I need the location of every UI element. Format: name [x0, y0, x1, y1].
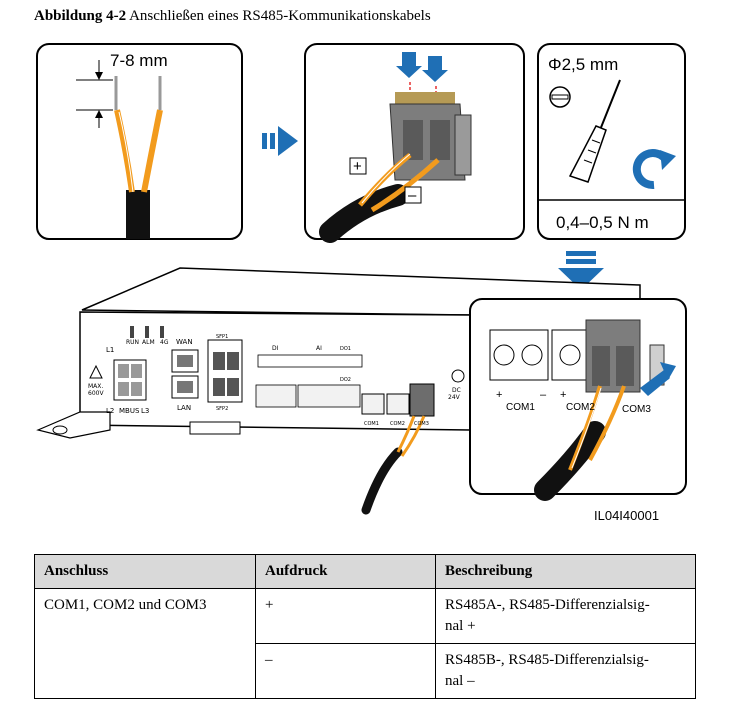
slotted-screw-icon	[549, 86, 571, 108]
label-max: MAX.	[88, 383, 103, 390]
plus-marker: +	[353, 158, 362, 175]
label-com1: COM1	[364, 421, 379, 427]
installation-figure: 7-8 mm + – Φ2,5 mm	[36, 43, 687, 523]
label-dc-v: 24V	[448, 394, 461, 401]
label-dc: DC	[452, 387, 461, 394]
minus-marker: –	[408, 187, 417, 204]
description-line: nal –	[445, 673, 475, 689]
panel-zoom-callout: + – + COM1 COM2 COM3	[469, 298, 687, 501]
label-di: DI	[272, 345, 279, 352]
label-sfp2: SFP2	[216, 406, 228, 412]
label-run: RUN	[126, 339, 139, 346]
label-l3: L3	[141, 407, 149, 415]
label-ai: AI	[316, 345, 322, 352]
zoom-label-com2: COM2	[566, 402, 595, 413]
screwdriver-icon	[568, 79, 621, 183]
label-alm: ALM	[142, 339, 155, 346]
strip-length-label: 7-8 mm	[110, 51, 168, 70]
port-description-table: Anschluss Aufdruck Beschreibung COM1, CO…	[34, 554, 696, 699]
zoom-label-com1: COM1	[506, 402, 535, 413]
description-line: nal +	[445, 618, 476, 634]
zoom-minus-1: –	[540, 389, 547, 401]
cell-print: +	[255, 588, 436, 644]
label-mbus: MBUS	[119, 407, 140, 415]
label-sfp1: SFP1	[216, 334, 228, 340]
description-line: RS485B-, RS485-Differenzialsig-	[445, 652, 649, 668]
header-aufdruck: Aufdruck	[255, 554, 436, 589]
figure-number: Abbildung 4-2	[34, 8, 127, 24]
panel-screwdriver: Φ2,5 mm 0,4–0,5 N m	[537, 43, 686, 240]
label-com3: COM3	[414, 421, 429, 427]
figure-title: Anschließen eines RS485-Kommunikationska…	[129, 8, 431, 24]
label-l1: L1	[106, 346, 114, 354]
cell-description: RS485A-, RS485-Differenzialsig- nal +	[435, 588, 696, 644]
figure-id: IL04I40001	[594, 508, 659, 523]
zoom-label-com3: COM3	[622, 404, 651, 415]
screwdriver-size-label: Φ2,5 mm	[548, 55, 618, 74]
cell-port: COM1, COM2 und COM3	[34, 588, 256, 699]
zoom-plus-2: +	[560, 389, 566, 401]
label-do1: DO1	[340, 346, 351, 352]
header-anschluss: Anschluss	[34, 554, 256, 589]
label-lan: LAN	[177, 404, 191, 412]
down-arrow-icon	[558, 251, 604, 290]
label-wan: WAN	[176, 338, 193, 346]
label-l2: L2	[106, 407, 114, 415]
rotate-clockwise-icon	[632, 149, 676, 190]
cell-description: RS485B-, RS485-Differenzialsig- nal –	[435, 643, 696, 699]
label-4g: 4G	[160, 339, 169, 346]
device-illustration: RUN ALM 4G WAN LAN SFP1 SFP2 DI AI DO1 D…	[36, 267, 641, 515]
zoom-plus-1: +	[496, 389, 502, 401]
label-do2: DO2	[340, 377, 351, 383]
label-max-v: 600V	[88, 390, 104, 397]
step-arrow-icon	[262, 126, 298, 156]
figure-caption: Abbildung 4-2 Anschließen eines RS485-Ko…	[34, 8, 431, 25]
table-header-row: Anschluss Aufdruck Beschreibung	[34, 554, 696, 589]
panel-connector: + –	[304, 43, 525, 243]
torque-label: 0,4–0,5 N m	[556, 213, 649, 232]
cell-print: –	[255, 643, 436, 699]
header-beschreibung: Beschreibung	[435, 554, 696, 589]
description-line: RS485A-, RS485-Differenzialsig-	[445, 597, 650, 613]
label-com2: COM2	[390, 421, 405, 427]
table-row: COM1, COM2 und COM3 + RS485A-, RS485-Dif…	[34, 588, 696, 699]
panel-stripped-cable: 7-8 mm	[36, 43, 243, 240]
table-row: – RS485B-, RS485-Differenzialsig- nal –	[35, 643, 696, 699]
